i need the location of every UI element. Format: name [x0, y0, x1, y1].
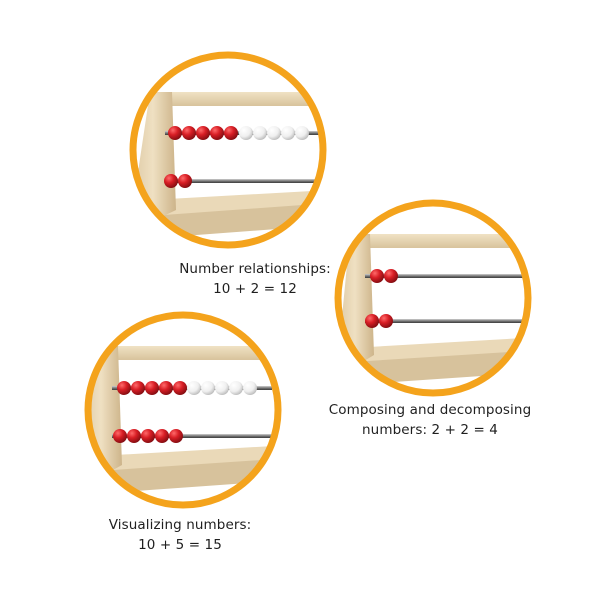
panel-3-ring: [84, 311, 282, 509]
panel-1-top-beads: [168, 126, 309, 140]
bead-red: [117, 381, 131, 395]
bead-red: [169, 429, 183, 443]
bead-red: [365, 314, 379, 328]
bead-white: [215, 381, 229, 395]
bead-white: [201, 381, 215, 395]
panel-1-bottom-beads: [164, 174, 192, 188]
bead-white: [239, 126, 253, 140]
bead-red: [370, 269, 384, 283]
bead-red: [196, 126, 210, 140]
bead-red: [173, 381, 187, 395]
panel-1-caption-line-1: Number relationships:: [179, 261, 331, 277]
bead-red: [113, 429, 127, 443]
bead-red: [141, 429, 155, 443]
panel-2-top-beads: [370, 269, 398, 283]
panel-1-ring: [129, 51, 327, 249]
bead-white: [187, 381, 201, 395]
bead-white: [243, 381, 257, 395]
bead-red: [224, 126, 238, 140]
bead-red: [155, 429, 169, 443]
panel-2-ring: [334, 199, 532, 397]
panel-2-bottom-beads: [365, 314, 393, 328]
panel-1-bottom-rod: [165, 179, 323, 183]
panel-3-caption: Visualizing numbers: 10 + 5 = 15: [60, 515, 300, 555]
bead-red: [159, 381, 173, 395]
bead-red: [131, 381, 145, 395]
bead-red: [379, 314, 393, 328]
panel-1-top-bar: [150, 92, 323, 106]
bead-red: [178, 174, 192, 188]
bead-white: [253, 126, 267, 140]
panel-2-top-rod: [365, 274, 528, 278]
panel-3-bottom-rod: [112, 434, 272, 438]
bead-red: [145, 381, 159, 395]
bead-red: [384, 269, 398, 283]
panel-2-top-bar: [350, 234, 528, 248]
panel-3-base: [88, 455, 278, 495]
bead-white: [229, 381, 243, 395]
panel-2-caption-line-1: Composing and decomposing: [328, 402, 532, 418]
bead-red: [210, 126, 224, 140]
panel-1-caption-line-2: 10 + 2 = 12: [213, 281, 297, 297]
bead-red: [127, 429, 141, 443]
panel-2-caption-line-2: numbers: 2 + 2 = 4: [362, 422, 498, 438]
panel-3-top-bar: [97, 346, 278, 360]
bead-white: [267, 126, 281, 140]
bead-red: [164, 174, 178, 188]
panel-2-base: [338, 348, 528, 386]
panel-3-caption-line-1: Visualizing numbers:: [108, 517, 252, 533]
panel-2-caption: Composing and decomposing numbers: 2 + 2…: [300, 400, 560, 440]
panel-3-caption-line-2: 10 + 5 = 15: [138, 537, 222, 553]
abacus-panel-1: [129, 51, 327, 249]
abacus-panel-3: [84, 311, 282, 509]
bead-white: [295, 126, 309, 140]
abacus-panel-2: [334, 199, 532, 397]
bead-red: [168, 126, 182, 140]
panel-3-top-beads: [117, 381, 257, 395]
bead-white: [281, 126, 295, 140]
bead-red: [182, 126, 196, 140]
panel-3-bottom-beads: [113, 429, 183, 443]
panel-2-bottom-rod: [365, 319, 528, 323]
panel-1-caption: Number relationships: 10 + 2 = 12: [130, 259, 380, 299]
